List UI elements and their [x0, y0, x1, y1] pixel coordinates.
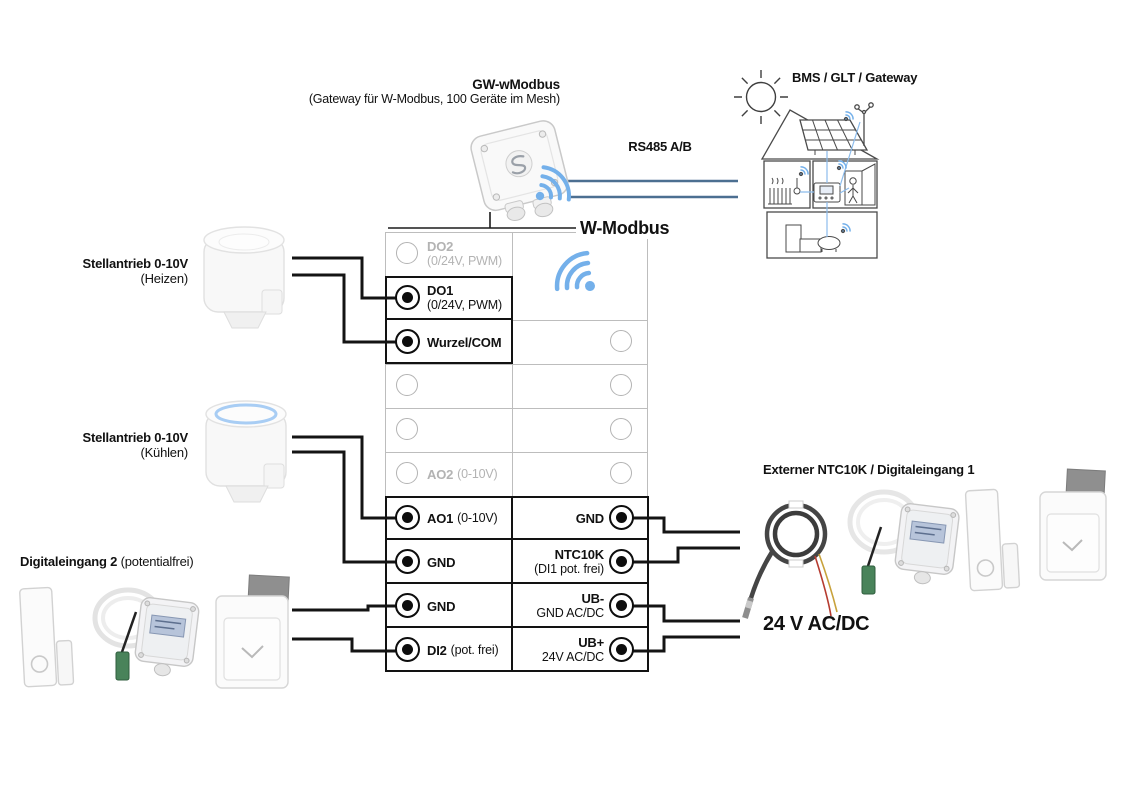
gateway-connector-line — [388, 212, 577, 229]
rs485-bus-lines — [568, 179, 738, 199]
terminal-empty-r5 — [610, 418, 632, 440]
gateway-wifi-icon — [535, 165, 571, 202]
door-contact-left-photo — [19, 586, 75, 688]
solar-panels — [799, 119, 869, 155]
terminal-ntc10k — [609, 549, 634, 574]
ntc-probe-photo — [742, 500, 838, 619]
terminal-ao1 — [395, 505, 420, 530]
house-network-lines — [800, 121, 861, 237]
label-do1: DO1 (0/24V, PWM) — [427, 283, 502, 312]
terminal-empty-l4 — [396, 374, 418, 396]
power-supply-label: 24 V AC/DC — [763, 613, 870, 635]
door-person-icon — [844, 163, 876, 206]
thermostat-icon — [813, 182, 841, 203]
card-switch-right-photo — [1039, 468, 1107, 581]
door-contact-right-photo — [964, 488, 1021, 592]
bms-label: BMS / GLT / Gateway — [792, 70, 918, 85]
furniture-robot-icons — [785, 224, 841, 253]
lcd-sensor-left-photo — [92, 587, 200, 681]
terminal-empty-r6 — [610, 462, 632, 484]
radiator-icon — [768, 177, 801, 205]
label-ub-plus: UB+ 24V AC/DC — [541, 635, 604, 664]
actuator-cooling-photo — [205, 400, 287, 503]
terminal-ub-plus — [609, 637, 634, 662]
label-gnd-a: GND — [427, 554, 456, 570]
terminal-ao2 — [396, 462, 418, 484]
label-ub-minus: UB- GND AC/DC — [536, 591, 604, 620]
wmodbus-wifi-icon — [554, 250, 595, 292]
label-ao2: AO2 (0-10V) — [427, 466, 498, 482]
terminal-gnd-right — [609, 505, 634, 530]
actuator-heating-label: Stellantrieb 0-10V (Heizen) — [82, 256, 189, 286]
sun-icon — [734, 70, 788, 124]
ss-logo — [511, 155, 527, 175]
external-ntc-label: Externer NTC10K / Digitaleingang 1 — [763, 462, 975, 477]
terminal-di2 — [395, 637, 420, 662]
blue-led-ring — [214, 403, 278, 425]
terminal-empty-r4 — [610, 374, 632, 396]
label-wurzel-com: Wurzel/COM — [427, 334, 502, 350]
label-do2: DO2 (0/24V, PWM) — [427, 239, 502, 268]
lcd-sensor-right-photo — [847, 489, 960, 595]
terminal-gnd-b — [395, 593, 420, 618]
terminal-gnd-a — [395, 549, 420, 574]
rs485-label: RS485 A/B — [628, 139, 692, 154]
actuator-heating-photo — [203, 226, 285, 329]
label-ntc10k: NTC10K (DI1 pot. frei) — [534, 547, 604, 576]
terminal-empty-l5 — [396, 418, 418, 440]
terminal-ub-minus — [609, 593, 634, 618]
terminal-empty-r3 — [610, 330, 632, 352]
gateway-device-photo — [470, 120, 569, 222]
digital-input2-label: Digitaleingang 2 (potentialfrei) — [20, 554, 194, 569]
terminal-do1 — [395, 285, 420, 310]
gateway-label: GW-wModbus (Gateway für W-Modbus, 100 Ge… — [308, 77, 560, 106]
label-ao1: AO1 (0-10V) — [427, 510, 498, 526]
wind-sensor — [854, 102, 874, 146]
label-gnd-right: GND — [575, 510, 604, 526]
room-left — [763, 160, 811, 209]
card-switch-left-photo — [215, 574, 290, 689]
label-gnd-b: GND — [427, 598, 456, 614]
terminal-wurzel-com — [395, 329, 420, 354]
bms-house-illustration — [760, 102, 880, 259]
wmodbus-label: W-Modbus — [576, 218, 674, 239]
label-di2: DI2 (pot. frei) — [427, 642, 499, 658]
terminal-do2 — [396, 242, 418, 264]
actuator-cooling-label: Stellantrieb 0-10V (Kühlen) — [82, 430, 189, 460]
